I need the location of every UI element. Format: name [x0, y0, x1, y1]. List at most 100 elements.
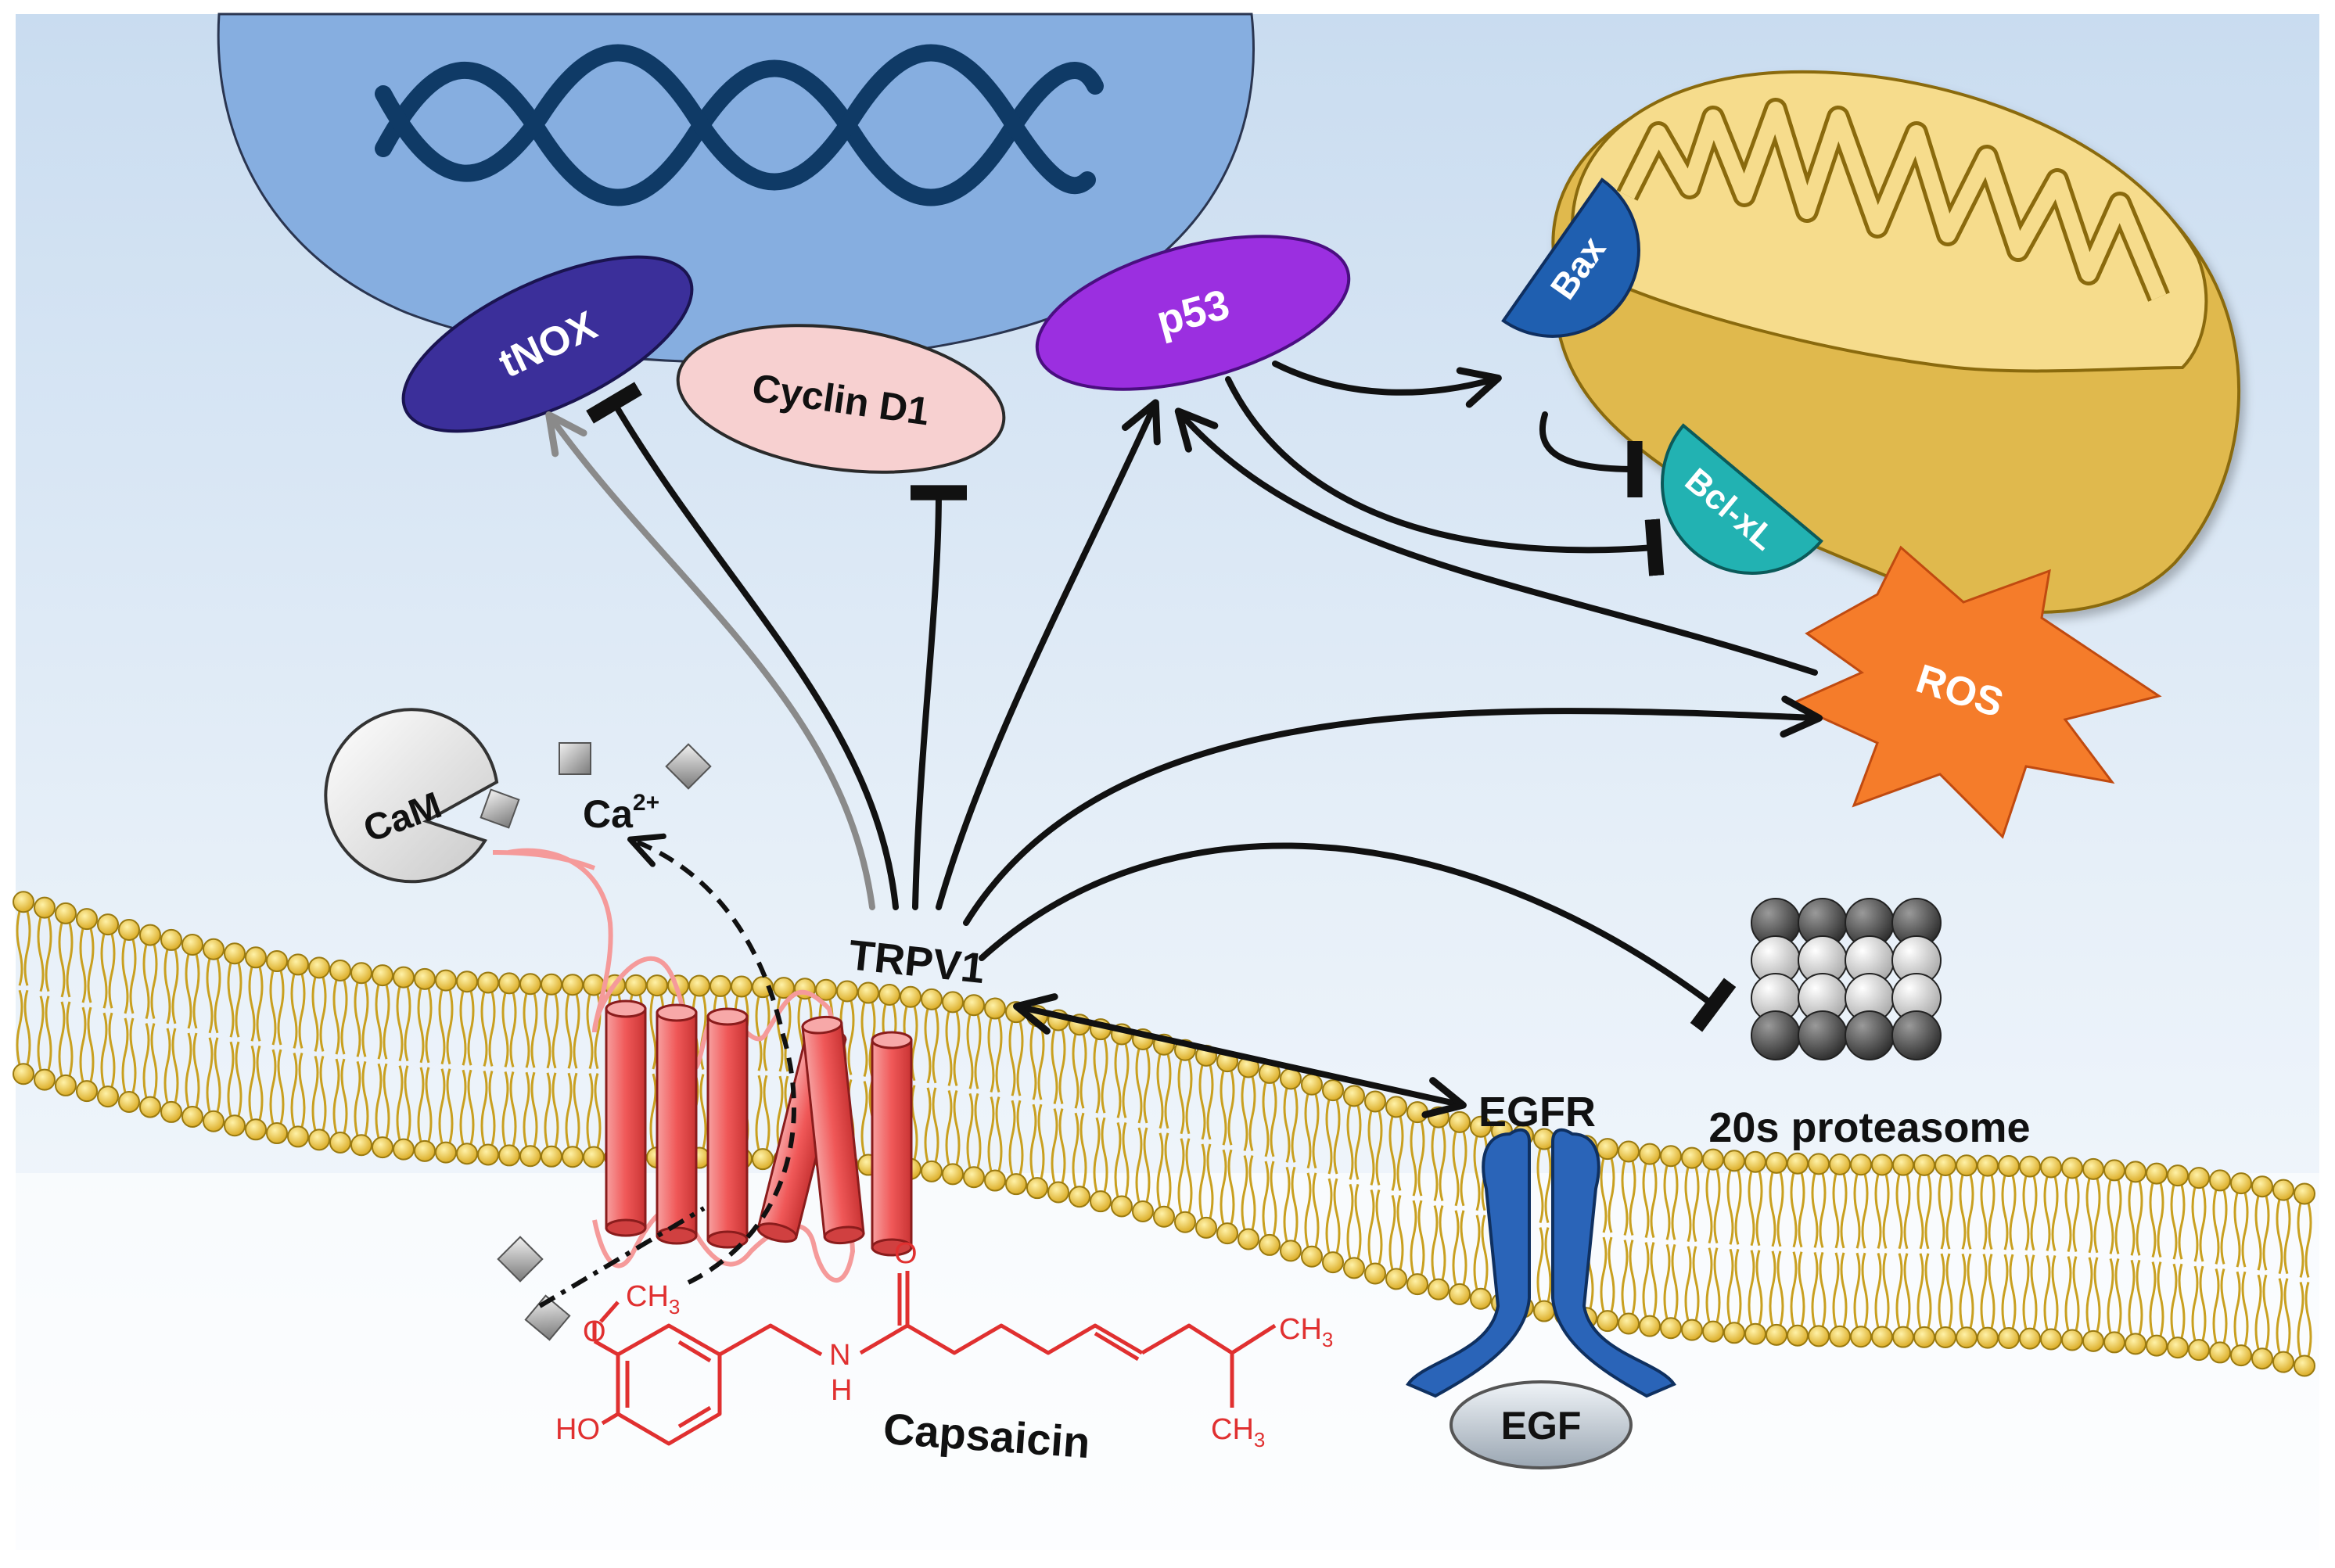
lipid-tails [121, 938, 137, 1093]
lipid-tails [2022, 1175, 2038, 1329]
lipid-head [1829, 1153, 1851, 1175]
lipid-head [1301, 1073, 1323, 1096]
lipid-head [1238, 1228, 1259, 1250]
extracellular-background [16, 1173, 2319, 1550]
lipid-head [1005, 1173, 1027, 1196]
lipid-head [1111, 1195, 1133, 1218]
lipid-head [815, 978, 837, 1001]
lipid-tails [459, 990, 475, 1145]
lipid-tails [375, 984, 390, 1139]
lipid-head [203, 938, 225, 960]
lipid-tails [100, 933, 116, 1088]
lipid-tails [1642, 1163, 1658, 1317]
lipid-head [308, 1128, 330, 1151]
lipid-head [245, 1118, 267, 1141]
lipid-head [477, 971, 499, 994]
lipid-head [1766, 1323, 1787, 1346]
lipid-tails [2212, 1189, 2228, 1344]
lipid-tails [354, 981, 369, 1136]
trpv1-inhibits-tnox [586, 382, 899, 910]
lipid-head [1787, 1152, 1809, 1175]
lipid-head [266, 1122, 288, 1145]
lipid-head [139, 924, 161, 946]
lipid-head [921, 1160, 943, 1182]
lipid-head [76, 908, 98, 931]
lipid-head [519, 1145, 541, 1168]
lipid-head [1343, 1085, 1365, 1107]
tnox-protein: tNOX [401, 255, 694, 433]
lipid-head [2061, 1329, 2083, 1351]
lipid-tails [1853, 1173, 1869, 1328]
lipid-head [2082, 1157, 2104, 1180]
lipid-head [1132, 1200, 1154, 1222]
lipid-head [1850, 1154, 1872, 1176]
lipid-head [393, 966, 415, 989]
lipid-head [224, 942, 246, 965]
lipid-head [2125, 1333, 2146, 1355]
calcium-influx-arrow [627, 833, 796, 1285]
lipid-head [1406, 1101, 1428, 1124]
lipid-tails [227, 962, 242, 1117]
lipid-head [118, 1090, 140, 1113]
lipid-head [1977, 1326, 1999, 1349]
lipid-tails [1726, 1169, 1742, 1324]
ros-starburst: ROS [1788, 545, 2162, 839]
lipid-tails [987, 1017, 1003, 1172]
lipid-tails [2191, 1186, 2207, 1341]
lipid-tails [924, 1008, 939, 1163]
lipid-head [245, 946, 267, 969]
lipid-head [562, 974, 584, 996]
lipid-head [1449, 1111, 1471, 1133]
lipid-head [731, 975, 753, 998]
lipid-head [1406, 1273, 1428, 1296]
trpv1-helix [605, 999, 647, 1237]
lipid-tails [1938, 1174, 1953, 1329]
lipid-head [2082, 1329, 2104, 1352]
lipid-tails [1916, 1174, 1932, 1329]
calcium-ions [497, 742, 712, 1341]
lipid-tails [523, 992, 538, 1147]
lipid-tails [1959, 1174, 1974, 1329]
lipid-head [1364, 1262, 1386, 1285]
lipid-tails [1367, 1111, 1383, 1265]
lipid-head [1618, 1312, 1640, 1335]
lipid-head [2272, 1351, 2294, 1373]
trpv1-helix [656, 1003, 698, 1245]
lipid-head [562, 1146, 584, 1168]
lipid-head [942, 991, 964, 1014]
lipid-head [2146, 1334, 2168, 1357]
lipid-head [414, 1139, 436, 1162]
lipid-tails [1621, 1161, 1636, 1315]
lipid-head [456, 1143, 478, 1165]
lipid-tails [2233, 1192, 2249, 1347]
lipid-head [1322, 1251, 1344, 1274]
lipid-tails [1980, 1175, 1996, 1329]
lipid-head [1660, 1317, 1682, 1340]
lipid-head [13, 891, 34, 913]
egf-label: EGF [1501, 1404, 1582, 1448]
calcium-label: Ca2+ [583, 790, 659, 836]
lipid-head [1681, 1319, 1703, 1341]
lipid-tails [2170, 1184, 2186, 1339]
trpv1-to-p53-arrow [936, 399, 1161, 910]
egfr-label: EGFR [1478, 1089, 1596, 1136]
lipid-head [1934, 1154, 1956, 1177]
lipid-tails [2085, 1178, 2101, 1333]
lipid-tails [2297, 1203, 2312, 1357]
lipid-tails [1684, 1167, 1700, 1321]
lipid-head [2251, 1175, 2273, 1198]
lipid-tails [1431, 1126, 1446, 1280]
lipid-tails [2001, 1175, 2017, 1329]
lipid-head [519, 973, 541, 996]
lipid-tails [945, 1011, 961, 1165]
trpv1-inhibits-proteasome [979, 842, 1737, 1032]
trpv1-helix [801, 1015, 865, 1245]
methyl-top-label: CH3 [626, 1280, 680, 1319]
egfr-receptor [1405, 1128, 1677, 1398]
lipid-tails [438, 989, 454, 1144]
lipid-head [1090, 1190, 1112, 1213]
lipid-head [2272, 1179, 2294, 1201]
dna-helix-icon [375, 44, 1104, 206]
lipid-head [963, 994, 985, 1017]
lipid-head [203, 1110, 225, 1132]
